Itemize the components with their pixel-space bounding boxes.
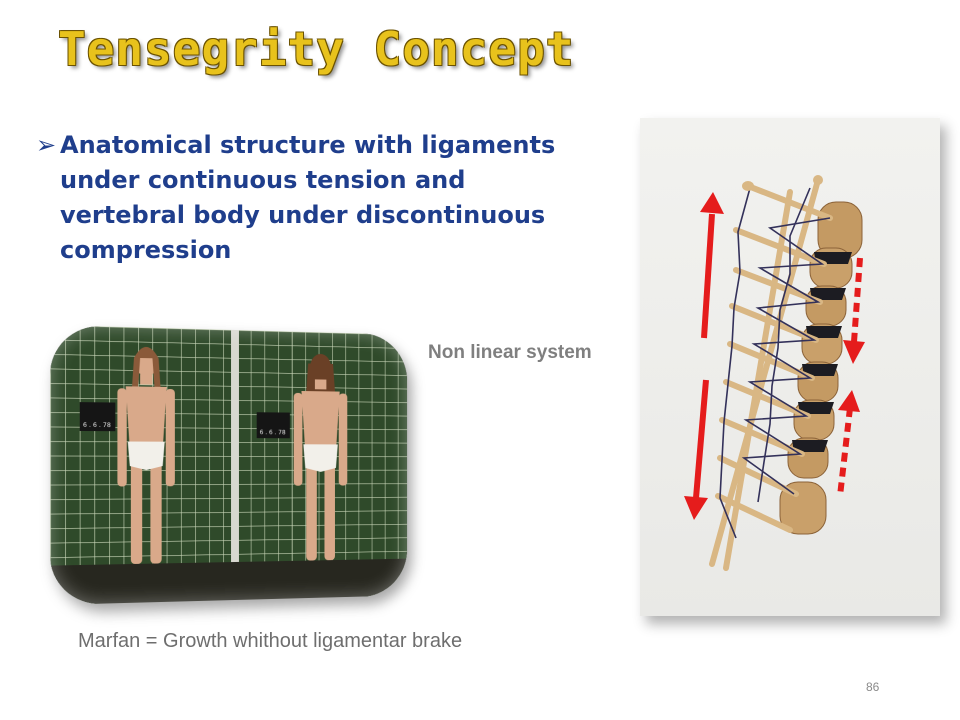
marfan-patient-photo: 6 . 6 . 78 6 . 6 . 78	[50, 324, 408, 606]
photo-card-label-left: 6 . 6 . 78	[83, 422, 111, 429]
dashed-arrow-icon	[837, 257, 865, 497]
non-linear-system-label: Non linear system	[428, 342, 592, 363]
arrow-bullet-icon: ➢	[36, 131, 57, 159]
photo-card-label-right: 6 . 6 . 78	[260, 429, 286, 436]
bullet-text: Anatomical structure with ligaments unde…	[60, 131, 556, 264]
tensegrity-spine-model-photo	[640, 118, 940, 616]
slide-number: 86	[866, 680, 880, 694]
slide-title: Tensegrity Concept	[58, 22, 575, 76]
marfan-caption: Marfan = Growth whithout ligamentar brak…	[78, 630, 463, 652]
spine-model-drawing	[684, 175, 865, 571]
double-headed-arrow-icon	[684, 192, 724, 520]
bullet-point: ➢ Anatomical structure with ligaments un…	[36, 128, 596, 268]
patient-back-figure	[293, 353, 348, 561]
patient-front-figure	[117, 346, 175, 565]
patient-photo-drawing: 6 . 6 . 78 6 . 6 . 78	[50, 324, 408, 606]
